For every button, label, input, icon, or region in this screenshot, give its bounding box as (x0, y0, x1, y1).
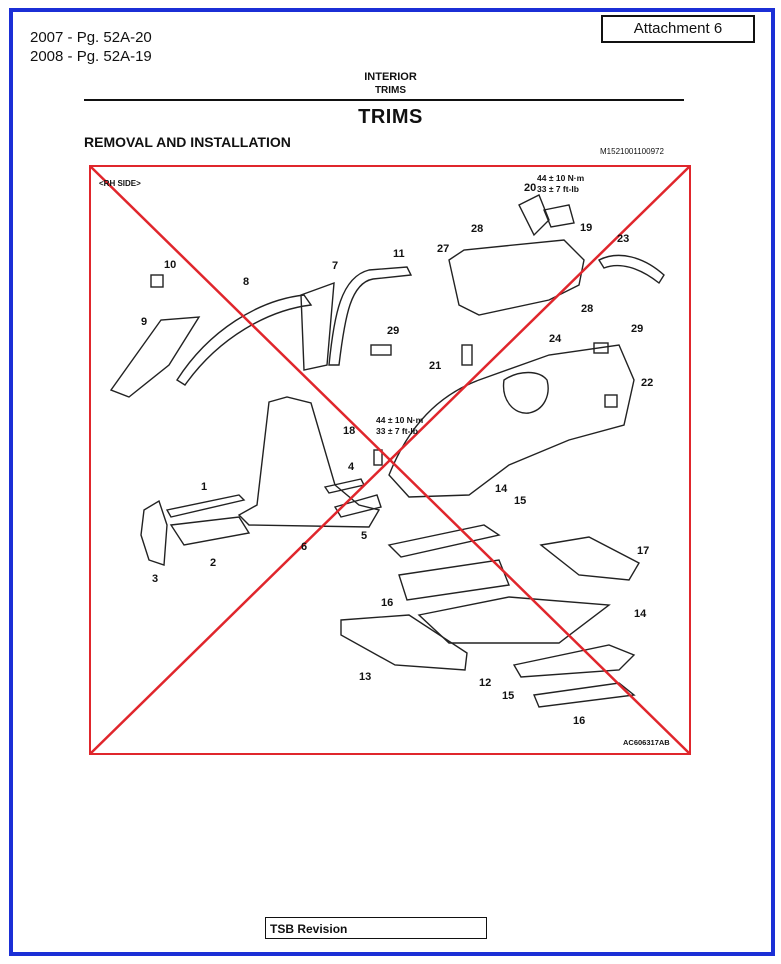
page-frame (9, 8, 775, 956)
side-label: <RH SIDE> (99, 179, 141, 188)
part-number-label: 3 (152, 573, 159, 585)
part-number-label: 18 (343, 425, 356, 437)
exploded-parts-diagram: <RH SIDE> 44 ± 10 N·m 33 ± 7 ft-lb 44 ± … (89, 165, 691, 755)
section-label-trims: TRIMS (374, 85, 407, 96)
part-number-label: 14 (495, 483, 508, 495)
torque-spec-top-metric: 44 ± 10 N·m (537, 173, 585, 183)
part-number-label: 5 (361, 530, 368, 542)
torque-spec-mid-metric: 44 ± 10 N·m (376, 415, 424, 425)
page-references: 2007 - Pg. 52A-20 2008 - Pg. 52A-19 (30, 28, 152, 66)
torque-spec-top-imperial: 33 ± 7 ft-lb (537, 184, 579, 194)
part-number-label: 20 (524, 182, 537, 194)
part-number-label: 1 (201, 481, 208, 493)
part-number-label: 28 (471, 223, 484, 235)
part-number-label: 13 (359, 671, 372, 683)
document-code: M1521001100972 (600, 147, 664, 156)
part-number-label: 11 (393, 248, 405, 260)
part-number-label: 14 (634, 608, 647, 620)
part-number-label: 23 (617, 233, 630, 245)
part-number-label: 24 (549, 333, 562, 345)
part-number-label: 10 (164, 259, 177, 271)
part-number-label: 8 (243, 276, 250, 288)
page-ref-2007: 2007 - Pg. 52A-20 (30, 29, 152, 46)
part-number-label: 4 (348, 461, 355, 473)
part-number-label: 15 (502, 690, 515, 702)
part-number-label: 17 (637, 545, 650, 557)
part-number-label: 12 (479, 677, 492, 689)
part-number-label: 16 (381, 597, 394, 609)
figure-code: AC606317AB (623, 738, 670, 747)
part-number-label: 6 (301, 541, 308, 553)
section-label-interior: INTERIOR (364, 71, 417, 83)
part-number-label: 7 (332, 260, 339, 272)
torque-spec-top: 44 ± 10 N·m 33 ± 7 ft-lb (537, 173, 584, 195)
part-number-label: 29 (387, 325, 400, 337)
attachment-label: Attachment 6 (601, 15, 755, 43)
part-number-label: 15 (514, 495, 527, 507)
page-title: TRIMS (358, 106, 423, 128)
torque-spec-mid-imperial: 33 ± 7 ft-lb (376, 426, 418, 436)
part-number-label: 16 (573, 715, 586, 727)
part-number-label: 9 (141, 316, 148, 328)
torque-spec-mid: 44 ± 10 N·m 33 ± 7 ft-lb (376, 415, 423, 437)
part-number-label: 27 (437, 243, 450, 255)
diagram-drawing (89, 165, 691, 755)
part-number-label: 29 (631, 323, 644, 335)
tsb-revision-box: TSB Revision (265, 917, 487, 939)
procedure-subtitle: REMOVAL AND INSTALLATION (84, 134, 291, 150)
header-rule (84, 99, 684, 101)
parts-linework (109, 194, 665, 708)
page-ref-2008: 2008 - Pg. 52A-19 (30, 48, 152, 65)
part-number-label: 19 (580, 222, 593, 234)
part-number-label: 22 (641, 377, 654, 389)
cross-line-2 (89, 165, 691, 755)
part-number-label: 28 (581, 303, 594, 315)
part-number-label: 2 (210, 557, 217, 569)
part-number-label: 21 (429, 360, 442, 372)
